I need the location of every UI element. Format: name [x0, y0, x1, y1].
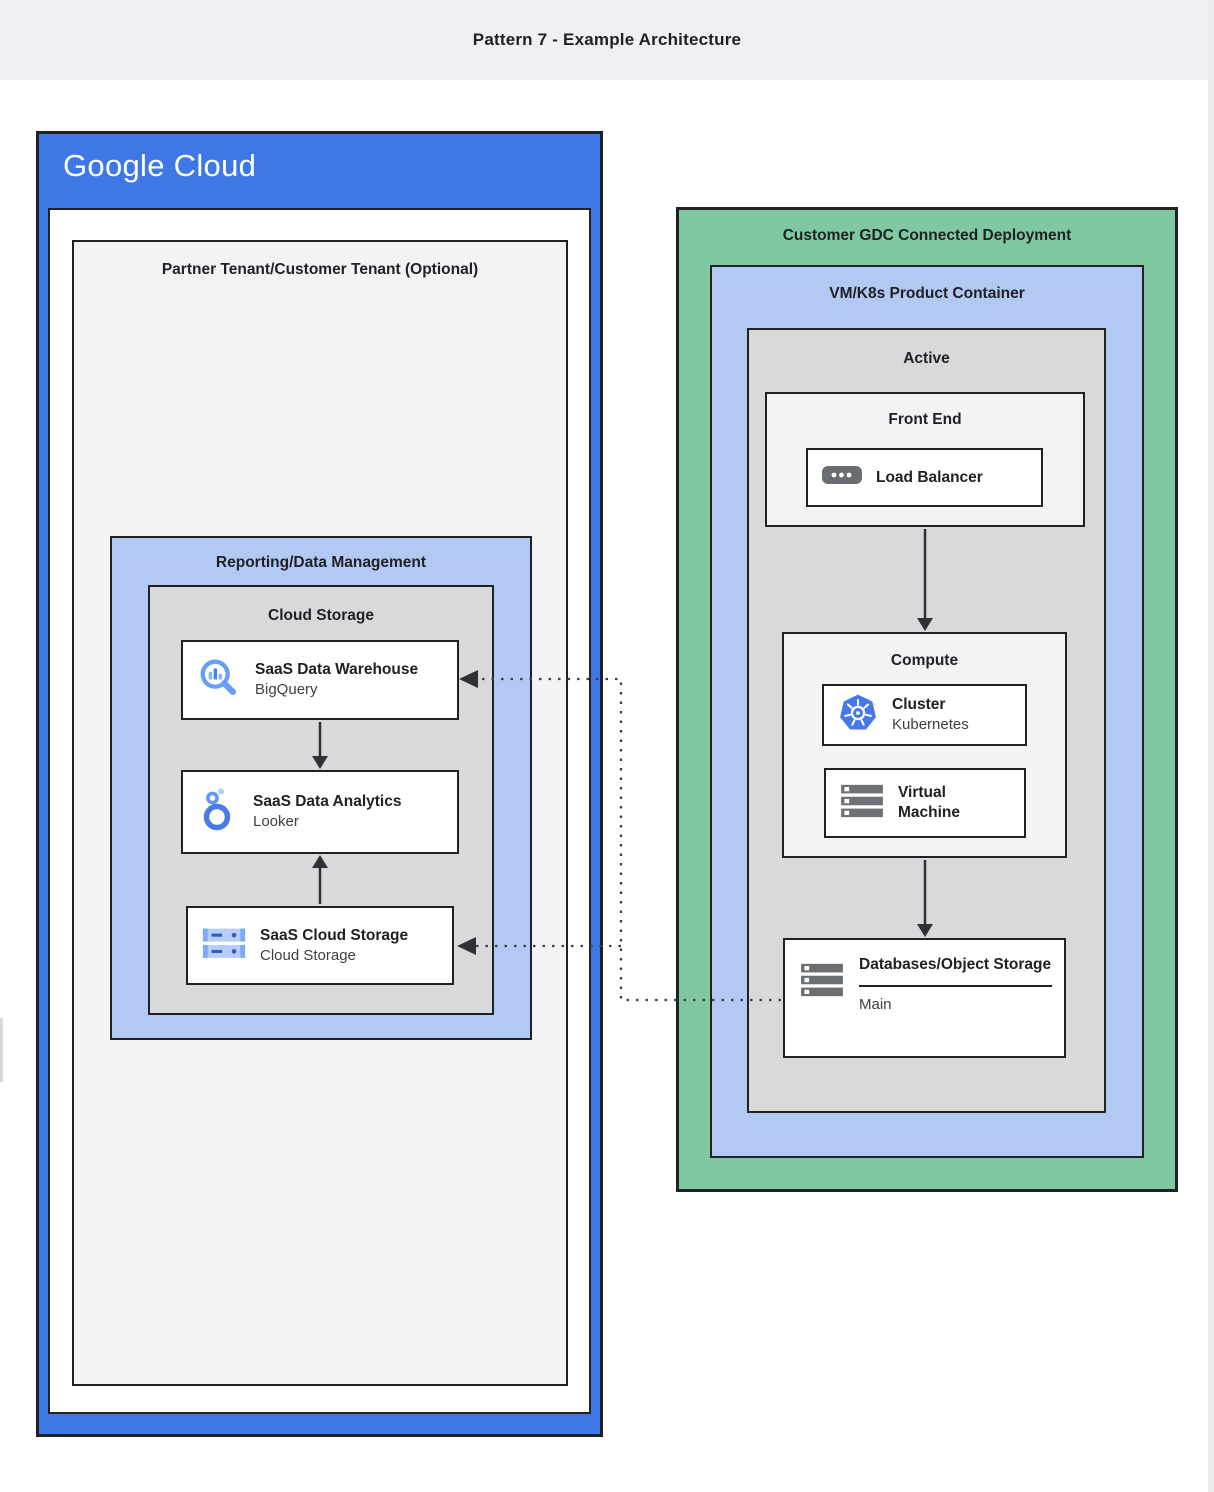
card-subtitle: Cloud Storage [260, 946, 356, 964]
databases-object-storage-card: Databases/Object Storage Main [783, 938, 1066, 1058]
card-divider [859, 984, 1052, 987]
google-cloud-logo: Google Cloud [63, 148, 257, 183]
google-cloud-inner-panel: Partner Tenant/Customer Tenant (Optional… [48, 208, 591, 1414]
scrollbar-track[interactable] [1208, 0, 1214, 1492]
virtual-machine-card: Virtual Machine [824, 768, 1026, 838]
card-subtitle: Looker [253, 813, 299, 831]
vmk8s-title: VM/K8s Product Container [829, 285, 1025, 302]
card-subtitle: Kubernetes [892, 716, 969, 734]
card-title: Virtual Machine [898, 784, 961, 821]
card-title: Load Balancer [876, 468, 983, 486]
load-balancer-card: Load Balancer [806, 448, 1043, 507]
front-end-box: Front End Load Balancer [765, 392, 1085, 527]
cloud-storage-group-box: Cloud Storage [148, 585, 494, 1015]
saas-cloud-storage-card: SaaS Cloud Storage Cloud Storage [186, 906, 454, 985]
virtual-machine-icon [839, 782, 885, 825]
page-edge-mark [0, 1018, 3, 1082]
google-cloud-container: Google Cloud Partner Tenant/Customer Ten… [36, 131, 603, 1437]
customer-gdc-container: Customer GDC Connected Deployment VM/K8s… [676, 207, 1178, 1192]
saas-data-warehouse-card: SaaS Data Warehouse BigQuery [181, 640, 459, 720]
load-balancer-icon [821, 465, 863, 490]
active-box: Active Front End Load Balancer [747, 328, 1106, 1113]
kubernetes-icon [837, 692, 879, 739]
partner-tenant-box: Partner Tenant/Customer Tenant (Optional… [72, 240, 568, 1386]
cloud-storage-icon [201, 923, 247, 968]
cluster-card: Cluster Kubernetes [822, 684, 1027, 746]
compute-box: Compute [782, 632, 1067, 858]
card-subtitle: BigQuery [255, 681, 318, 699]
reporting-title: Reporting/Data Management [215, 554, 427, 571]
saas-data-analytics-card: SaaS Data Analytics Looker [181, 770, 459, 854]
card-title: Databases/Object Storage [859, 956, 1052, 973]
page-title: Pattern 7 - Example Architecture [472, 30, 742, 49]
card-title: SaaS Data Analytics [253, 793, 402, 811]
card-title: Cluster [892, 696, 946, 714]
vmk8s-product-container-box: VM/K8s Product Container Active Front En… [710, 265, 1144, 1158]
front-end-title: Front End [888, 411, 962, 428]
bigquery-icon [196, 655, 242, 706]
partner-tenant-title: Partner Tenant/Customer Tenant (Optional… [161, 261, 479, 278]
page-header: Pattern 7 - Example Architecture [0, 0, 1214, 80]
databases-icon [799, 961, 845, 1004]
cloud-storage-group-title: Cloud Storage [268, 607, 374, 624]
reporting-data-management-box: Reporting/Data Management Cloud Storage [110, 536, 532, 1040]
main-label: Main [859, 995, 892, 1013]
looker-icon [196, 786, 240, 839]
card-title: SaaS Data Warehouse [255, 661, 419, 679]
card-title: SaaS Cloud Storage [260, 926, 409, 944]
gdc-title: Customer GDC Connected Deployment [782, 227, 1072, 244]
compute-title: Compute [890, 652, 959, 669]
active-title: Active [903, 350, 950, 367]
